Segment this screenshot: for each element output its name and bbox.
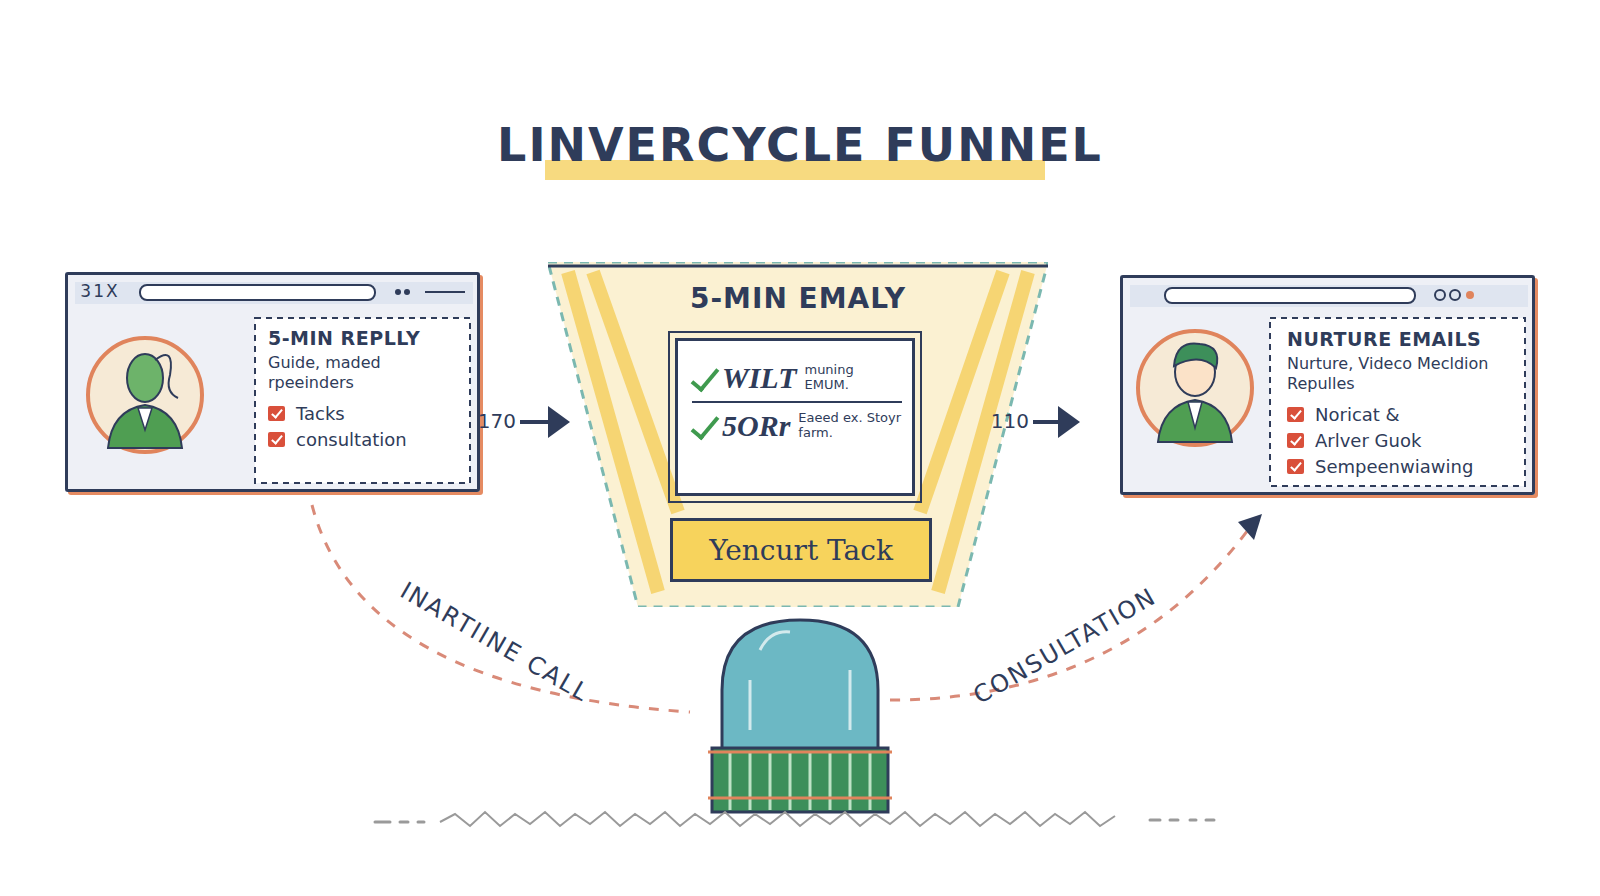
window-dot <box>1450 290 1460 300</box>
funnel-rim <box>548 265 1048 268</box>
curve-label: CONSULTATION <box>958 576 1171 715</box>
avatar-circle <box>88 338 202 452</box>
microphone-base <box>712 748 888 812</box>
curve-label: INARTIINE CALL <box>384 570 606 714</box>
avatar-collar <box>138 408 152 430</box>
edge-label: 170 <box>476 409 516 433</box>
flow-arrow <box>520 420 550 424</box>
browser-bar <box>1130 285 1528 307</box>
text-panel <box>1270 318 1525 486</box>
microphone-shine <box>750 632 850 730</box>
item-note: Eaeed ex. Stoyr farm. <box>798 411 902 441</box>
checklist-item: Noricat & <box>1287 404 1522 425</box>
window-dot <box>1435 290 1445 300</box>
diagram-title: LINVERCYCLE FUNNEL <box>0 118 1600 172</box>
screen-node: WILT muning EMUM. 5ORr Eaeed ex. Stoyr farm… <box>675 338 915 496</box>
avatar-circle <box>1138 331 1252 445</box>
edge-label: 110 <box>989 409 1029 433</box>
window-fill <box>65 272 480 492</box>
microphone-head <box>722 620 878 760</box>
microphone-stripes <box>730 752 870 810</box>
window-dot <box>404 289 410 295</box>
funnel-heading: 5-MIN EMALY <box>548 282 1048 315</box>
checked-item: WILT <box>692 361 796 395</box>
avatar-hair <box>1174 343 1217 368</box>
arrow-head <box>1058 406 1080 438</box>
avatar-collar <box>1188 402 1202 428</box>
bar-line <box>425 291 465 293</box>
window-fill <box>1120 275 1535 495</box>
flow-arrow <box>1033 420 1060 424</box>
avatar-body <box>1158 400 1232 442</box>
text-panel <box>255 318 470 483</box>
checked-item: 5ORr <box>692 409 790 443</box>
arrow-head <box>548 406 570 438</box>
checked-row: WILT muning EMUM. <box>692 355 902 403</box>
window-heading: 5-MIN REPLLY <box>268 327 465 349</box>
avatar-hair <box>155 355 178 398</box>
window-body: Nurture, Videco Mecldion Repulles <box>1287 354 1522 394</box>
funnel-stroke <box>568 272 1028 592</box>
window-body: Guide, maded rpeeinders <box>268 353 465 393</box>
tag-text: Yencurt Tack <box>709 534 893 567</box>
tab-label: 31X <box>78 281 122 301</box>
window-heading: NURTURE EMAILS <box>1287 328 1522 350</box>
ground-scribble <box>440 812 1115 826</box>
avatar-head <box>127 354 163 402</box>
window-dot <box>1466 291 1474 299</box>
funnel-fill <box>548 262 1048 607</box>
checked-row: 5ORr Eaeed ex. Stoyr farm. <box>692 403 902 449</box>
item-note: muning EMUM. <box>804 363 902 393</box>
microphone-band <box>708 751 892 754</box>
checklist-item: consultation <box>268 429 465 450</box>
ground-dots <box>375 820 1214 822</box>
window-node: 5-MIN REPLLY Guide, maded rpeeindersTacks… <box>65 272 480 492</box>
funnel-node: 5-MIN EMALY WILT muning EMUM. 5ORr Eaeed ex.… <box>548 262 1048 607</box>
avatar-body <box>108 405 182 448</box>
tag-node: Yencurt Tack <box>670 518 932 582</box>
checklist-item: Tacks <box>268 403 465 424</box>
address-pill <box>140 285 375 300</box>
browser-bar <box>75 282 473 304</box>
checklist-item: Sempeenwiawing <box>1287 456 1522 477</box>
checklist-item: Arlver Guok <box>1287 430 1522 451</box>
window-node: NURTURE EMAILS Nurture, Videco Mecldion R… <box>1120 275 1535 495</box>
window-dot <box>395 289 401 295</box>
microphone-band <box>708 797 892 800</box>
curve-arrow-head <box>1238 514 1262 540</box>
address-pill <box>1165 288 1415 303</box>
